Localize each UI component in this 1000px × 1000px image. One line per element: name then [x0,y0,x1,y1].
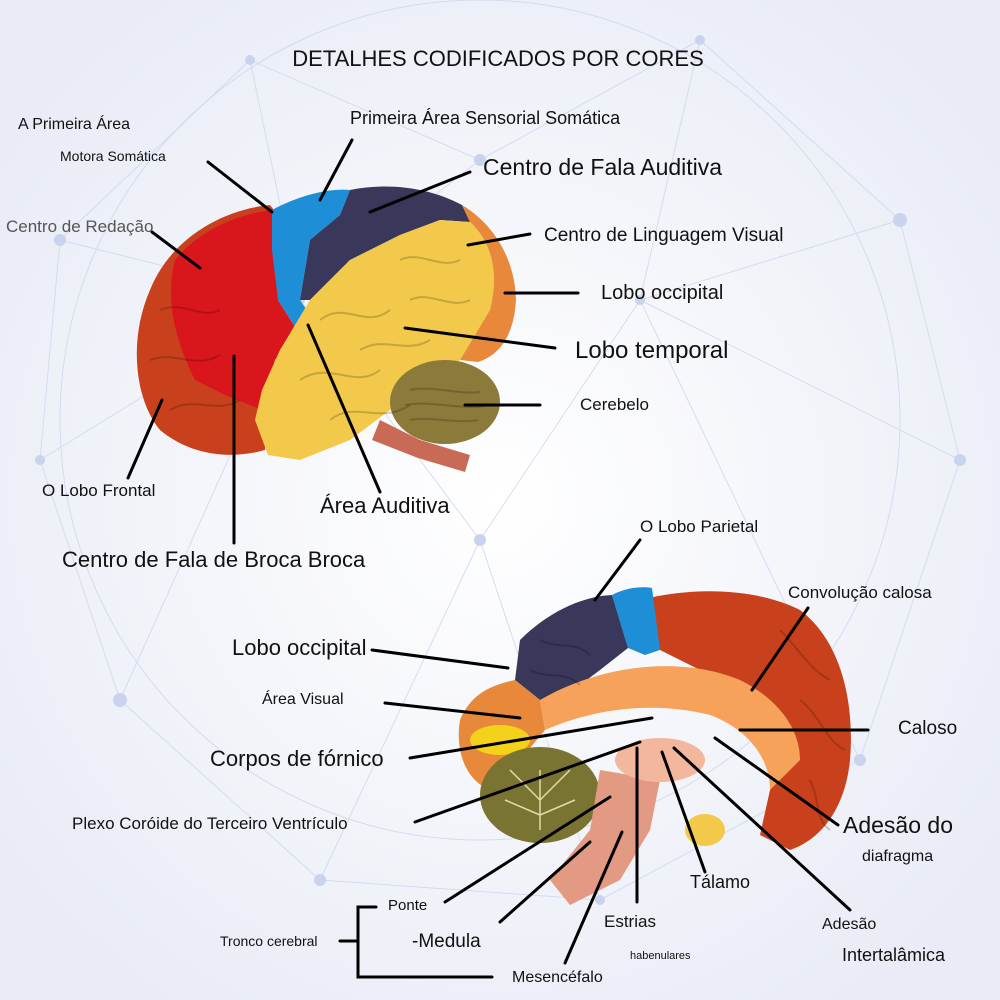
label-cerebelo: Cerebelo [580,395,649,414]
label-intertalamica: Intertalâmica [842,945,946,965]
somatosensory-area [272,189,350,335]
label-tronco: Tronco cerebral [220,933,318,949]
lateral-brain [136,186,516,472]
leader-lines [126,138,870,979]
motor-area [171,210,300,410]
temporal-lobe [255,220,494,460]
medial-somatosensory [612,587,660,655]
label-ponte: Ponte [388,897,427,914]
label-sensorial: Primeira Área Sensorial Somática [350,108,621,128]
label-habenulares: habenulares [630,950,691,962]
diagram-title: DETALHES CODIFICADOS POR CORES [292,46,704,71]
label-area-auditiva: Área Auditiva [320,493,450,518]
label-lobo-frontal: O Lobo Frontal [42,481,155,500]
parietal-lobe [300,186,470,300]
label-broca: Centro de Fala de Broca Broca [62,547,366,572]
corpus-callosum [540,666,800,790]
cerebellum [390,360,500,444]
medial-visual-area [470,725,530,755]
pituitary [685,814,725,846]
gyri-texture [149,256,486,423]
label-primeira-area-line2: Motora Somática [60,148,166,164]
brainstem [372,420,470,472]
label-lobo-temporal: Lobo temporal [575,337,728,364]
occipital-lobe [460,205,516,362]
label-mesencefalo: Mesencéfalo [512,969,603,986]
background-nodes [35,35,966,905]
label-lobo-parietal: O Lobo Parietal [640,517,758,536]
arbor-vitae [504,769,576,830]
label-estrias: Estrias [604,912,656,931]
label-plexo: Plexo Coróide do Terceiro Ventrículo [72,814,348,833]
label-adesao: Adesão [822,916,876,933]
medial-frontal-lobe [640,591,851,850]
label-talamo: Tálamo [690,872,750,892]
label-lobo-occipital-medial: Lobo occipital [232,635,367,660]
label-fornico: Corpos de fórnico [210,746,384,771]
label-adesao-do: Adesão do [843,812,953,838]
label-medula: -Medula [412,931,481,952]
label-linguagem-visual: Centro de Linguagem Visual [544,225,783,246]
labels: DETALHES CODIFICADOS POR CORES A Primeir… [6,46,957,986]
medial-brainstem [550,770,660,905]
label-convolucao: Convolução calosa [788,583,932,602]
label-area-visual: Área Visual [262,689,344,708]
label-primeira-area-line1: A Primeira Área [18,114,130,133]
label-diafragma: diafragma [862,848,933,865]
medial-brain [458,587,851,905]
label-fala-auditiva: Centro de Fala Auditiva [483,154,722,180]
label-caloso: Caloso [898,718,957,739]
medial-parietal [515,595,628,700]
label-redacao: Centro de Redação [6,217,153,236]
medial-gyri-texture [529,629,846,831]
label-lobo-occipital-lateral: Lobo occipital [601,282,723,304]
